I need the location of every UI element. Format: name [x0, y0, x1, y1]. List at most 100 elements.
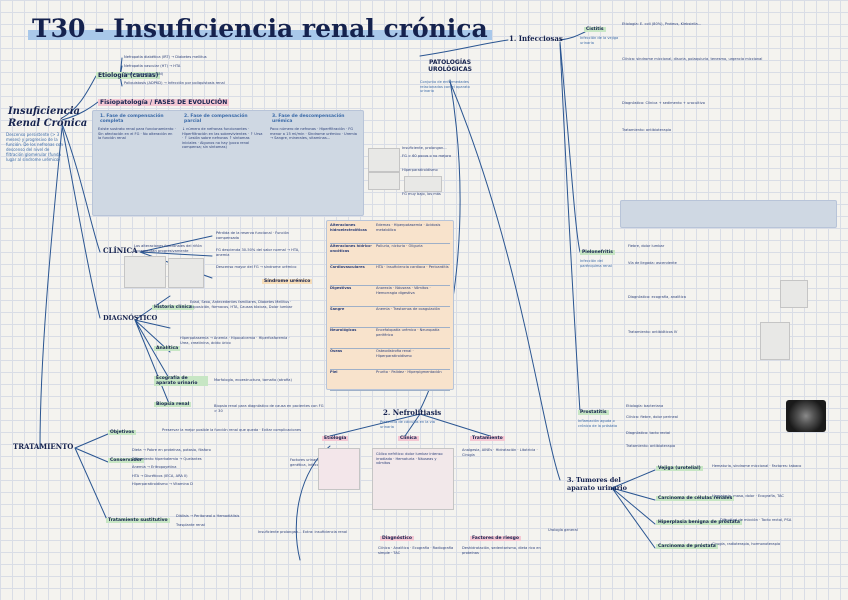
pielo-item: Tratamiento: antibióticos IV [628, 330, 778, 335]
clinica-table: Alteraciones hidroelectrolíticasEdemas ·… [326, 220, 454, 390]
prostatitis-item: Etiología: bacteriana [626, 404, 776, 409]
objetivo-text: Preservar la mejor posible la función re… [162, 428, 312, 433]
nefro-etiologia-label: Etiología [322, 436, 348, 441]
infecciosas-label: 1. Infecciosas [506, 34, 566, 43]
cistitis-label: Cistitis [584, 27, 606, 32]
phase-1: 1. Fase de compensación completa Existe … [98, 114, 176, 141]
conserv-item: Hiperparatiroidismo → Vitamina D [132, 482, 292, 487]
fisiopato-label: Fisiopatología / FASES DE EVOLUCIÓN [98, 99, 229, 106]
patologias-label: PATOLOGÍAS UROLÓGICAS [425, 59, 475, 73]
sustitutivo-label: Tratamiento sustitutivo [106, 518, 170, 523]
patient-photo [780, 280, 808, 308]
phase-1-text: Existe sustrato renal para funcionamient… [98, 127, 176, 141]
etiologia-item: Poliquistosis (ADPKD) → Infección por po… [124, 81, 274, 86]
cistitis-table [620, 200, 837, 228]
nefro-clinica-label: Clínica [398, 436, 419, 441]
conserv-item: Tratamiento hiperkalemia → Quelantes [132, 457, 292, 462]
hiperparatir-note: FG muy bajo, los más [402, 192, 462, 197]
sustitutivo-list: Diálisis → Peritoneal o Hemodiálisis Tra… [176, 514, 286, 527]
tumor-carcinoma-label: Carcinoma de próstata [656, 544, 718, 549]
historia-label: Historia clínica [152, 305, 194, 310]
cistitis-etiologia: Etiología: E. coli (80%), Proteus, Klebs… [622, 22, 832, 27]
phase-3: 3. Fase de descompensación urémica Poco … [270, 114, 358, 141]
etiologia-item: Glomerulopatías (GN) [124, 72, 274, 77]
pielo-label: Pielonefritis [580, 250, 615, 255]
tumor-carcinoma-text: Cirugía, radioterapia, hormonoterapia [712, 542, 822, 547]
cistitis-details: Etiología: E. coli (80%), Proteus, Klebs… [622, 22, 832, 132]
kidney-illustration [124, 256, 166, 288]
tumor-prostata-text: Dificultad de micción · Tacto rectal, PS… [720, 518, 820, 523]
conserv-item: Anemia → Eritropoyetina [132, 465, 292, 470]
clinica-steps: Pérdida de la reserva funcional · Funció… [216, 231, 306, 270]
pielo-item: Vía de llegada: ascendente [628, 261, 778, 266]
clinica-step: Pérdida de la reserva funcional · Funció… [216, 231, 306, 240]
center-note: Insuficiente prolongan... Extra: insufic… [258, 530, 358, 535]
phase-2-text: ↓ número de nefronas funcionantes · Hipe… [182, 127, 264, 150]
tumor-renal-text: Hematuria, masa, dolor · Ecografía, TAC [712, 494, 822, 499]
patologias-note: Conjunto de enfermedades relacionadas co… [420, 80, 484, 94]
etiologia-list: Nefropatía diabética (IRT) → Diabetes me… [124, 55, 274, 85]
xray-image [404, 176, 442, 192]
nefro-clinica-text: Cólico nefrítico: dolor lumbar intenso i… [376, 452, 448, 466]
scan-image [760, 322, 790, 360]
page-title: T30 - Insuficiencia renal crónica [28, 14, 492, 43]
nefro-factores-label: Factores de riesgo [470, 536, 521, 541]
prostatitis-item: Clínica: fiebre, dolor perineal [626, 415, 776, 420]
nefrolitiasis-note: Presencia de cálculos en la vía urinaria [380, 420, 440, 429]
insuficiente-label: Insuficiente, prolongan... [402, 146, 462, 151]
clinica-step: Descenso mayor del FG → síndrome urémico [216, 265, 306, 270]
hiperparatir-label: Hiperparatiroidismo [402, 168, 462, 173]
kidney-diagram-image-2 [368, 172, 400, 190]
cistitis-diagnostico: Diagnóstico: Clínica + sedimento + urocu… [622, 101, 832, 106]
insuficiente-note: FG > 60 pocos o no mejora [402, 154, 462, 159]
objetivo-label: Objetivos [108, 430, 136, 435]
phase-2-title: 2. Fase de compensación parcial [182, 114, 264, 124]
tumor-extra: Urología general [548, 528, 604, 533]
conserv-item: HTA → Diuréticos (IECA, ARA II) [132, 474, 292, 479]
nefro-tratamiento-text: Analgesia, AINEs · Hidratación · Litotri… [462, 448, 542, 457]
sindrome-uremico-badge: Síndrome urémico [262, 279, 312, 284]
clinica-step: FG descienda 30-50% del valor normal → H… [216, 248, 306, 257]
historia-text: Edad, Sexo, Antecedentes familiares, Dia… [190, 300, 310, 309]
tumor-vejiga-label: Vejiga (urotelial) [656, 466, 703, 471]
pielo-item: Diagnóstico: ecografía, analítica [628, 295, 778, 300]
pielo-note: Infección del parénquima renal [580, 259, 624, 268]
tratamiento-label: TRATAMIENTO [10, 442, 76, 451]
biopsia-label: Biopsia renal [154, 402, 191, 407]
nefro-diagnostico-label: Diagnóstico [380, 536, 414, 541]
cistitis-note: Infección de la vejiga urinaria [580, 36, 620, 45]
prostatitis-item: Tratamiento: antibioterapia [626, 444, 776, 449]
etiologia-item: Nefropatía diabética (IRT) → Diabetes me… [124, 55, 274, 60]
phase-1-title: 1. Fase de compensación completa [98, 114, 176, 124]
cistitis-tratamiento: Tratamiento: antibioterapia [622, 128, 832, 133]
conserv-item: Dieta → Pobre en proteínas, potasio, fós… [132, 448, 292, 453]
root-node: Insuficiencia Renal Crónica [8, 106, 87, 130]
kidney-illustration-2 [168, 258, 204, 288]
nefro-factores-text: Deshidratación, sedentarismo, dieta rica… [462, 546, 542, 555]
nefrolitiasis-label: 2. Nefrolitiasis [380, 408, 444, 417]
phase-3-text: Poco número de nefronas · Hiperfiltració… [270, 127, 358, 141]
root-definition: Descenso persistente (> 3 meses) y progr… [6, 132, 68, 162]
etiologia-item: Nefropatía vascular (HT) → HTA [124, 64, 274, 69]
ct-scan-image [786, 400, 826, 432]
conserv-list: Dieta → Pobre en proteínas, potasio, fós… [132, 448, 292, 487]
phase-3-title: 3. Fase de descompensación urémica [270, 114, 358, 124]
sustitutivo-item: Trasplante renal [176, 523, 286, 528]
analitica-text: Hiperpotasemia → Anemia · Hipocalcemia ·… [180, 336, 300, 345]
diagnostico-label: DIAGNÓSTICO [100, 314, 160, 322]
biopsia-text: Biopsia renal para diagnóstico de causa … [214, 404, 324, 413]
eco-text: Morfología, ecoestructura, tamaño (atrof… [214, 378, 324, 383]
nefro-tratamiento-label: Tratamiento [470, 436, 505, 441]
kidney-diagram-image [368, 148, 400, 172]
eco-label: Ecografía de aparato urinario [154, 376, 208, 386]
kidney-stone-image [318, 448, 360, 490]
pielo-list: Fiebre, dolor lumbar Vía de llegada: asc… [628, 244, 778, 334]
tumores-label: 3. Tumores del aparato urinario [564, 476, 630, 492]
